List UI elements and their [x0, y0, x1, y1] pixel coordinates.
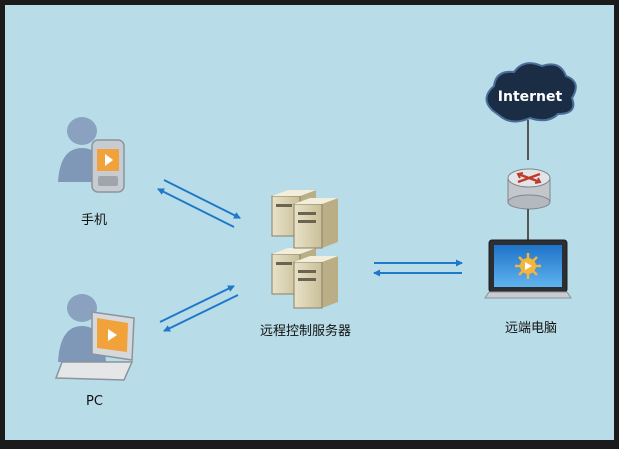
- laptop-user-icon: [54, 294, 135, 381]
- internet-label: Internet: [498, 89, 563, 105]
- pc-server-arrows: [159, 285, 239, 332]
- server-remote-arrows: [373, 259, 463, 277]
- monitor-icon: [484, 239, 572, 299]
- phone-user-icon: [58, 117, 125, 193]
- server-rack-icon: [271, 190, 338, 309]
- phone-server-arrows: [157, 179, 241, 228]
- remote-computer-label: 远端电脑: [505, 321, 558, 336]
- phone-label: 手机: [81, 213, 108, 228]
- cloud-icon: Internet: [485, 62, 577, 123]
- router-icon: [507, 168, 551, 210]
- server-label: 远程控制服务器: [260, 324, 352, 339]
- pc-label: PC: [86, 394, 103, 409]
